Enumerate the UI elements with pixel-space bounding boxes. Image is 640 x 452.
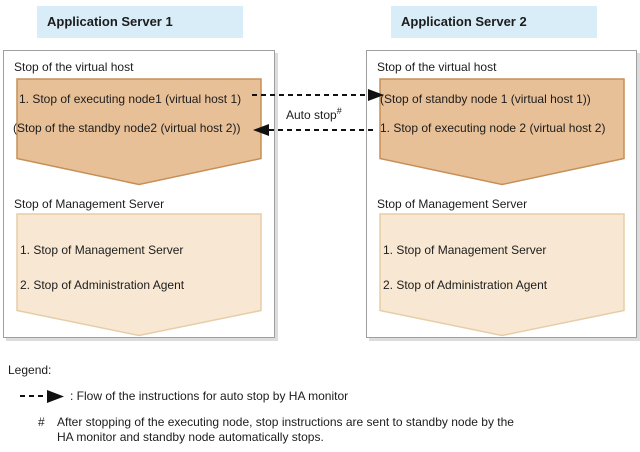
chevron-down-shape — [16, 213, 262, 337]
server2-management-step-1: 1. Stop of Management Server — [383, 243, 547, 257]
auto-stop-label: Auto stop# — [286, 106, 342, 122]
server2-virtual-host-step-1: (Stop of standby node 1 (virtual host 1)… — [380, 92, 591, 106]
server1-virtual-host-label: Stop of the virtual host — [14, 60, 134, 74]
legend-arrow-meaning: : Flow of the instructions for auto stop… — [70, 389, 349, 403]
legend-arrowhead-right-icon — [47, 390, 64, 403]
legend-footnote-marker: # — [38, 415, 45, 429]
chevron-down-shape — [16, 78, 262, 186]
server1-box: Stop of the virtual host 1. Stop of exec… — [3, 50, 275, 338]
legend-dashed-line — [20, 395, 47, 397]
server2-management-label: Stop of Management Server — [377, 197, 528, 211]
auto-stop-arrow-line-right — [252, 94, 368, 96]
server2-management-step-2: 2. Stop of Administration Agent — [383, 278, 548, 292]
chevron-down-shape — [379, 213, 625, 337]
server2-box: Stop of the virtual host (Stop of standb… — [366, 50, 637, 338]
auto-stop-arrow-line-left — [269, 129, 377, 131]
server1-virtual-host-step-1: 1. Stop of executing node1 (virtual host… — [19, 92, 242, 106]
server1-management-step-1: 1. Stop of Management Server — [20, 243, 184, 257]
server1-management-label: Stop of Management Server — [14, 197, 165, 211]
chevron-down-shape — [379, 78, 625, 186]
server1-title: Application Server 1 — [37, 6, 243, 38]
server2-title: Application Server 2 — [391, 6, 597, 38]
server2-virtual-host-step-2: 1. Stop of executing node 2 (virtual hos… — [380, 121, 606, 135]
server1-management-step-2: 2. Stop of Administration Agent — [20, 278, 185, 292]
auto-stop-footnote-marker: # — [336, 106, 342, 116]
legend-footnote-text: After stopping of the executing node, st… — [57, 415, 597, 444]
legend-footnote-line-2: HA monitor and standby node automaticall… — [57, 429, 324, 444]
server1-virtual-host-step-2: (Stop of the standby node2 (virtual host… — [13, 121, 241, 135]
legend-footnote-line-1: After stopping of the executing node, st… — [57, 415, 514, 429]
server2-virtual-host-label: Stop of the virtual host — [377, 60, 497, 74]
legend-title: Legend: — [8, 363, 52, 377]
